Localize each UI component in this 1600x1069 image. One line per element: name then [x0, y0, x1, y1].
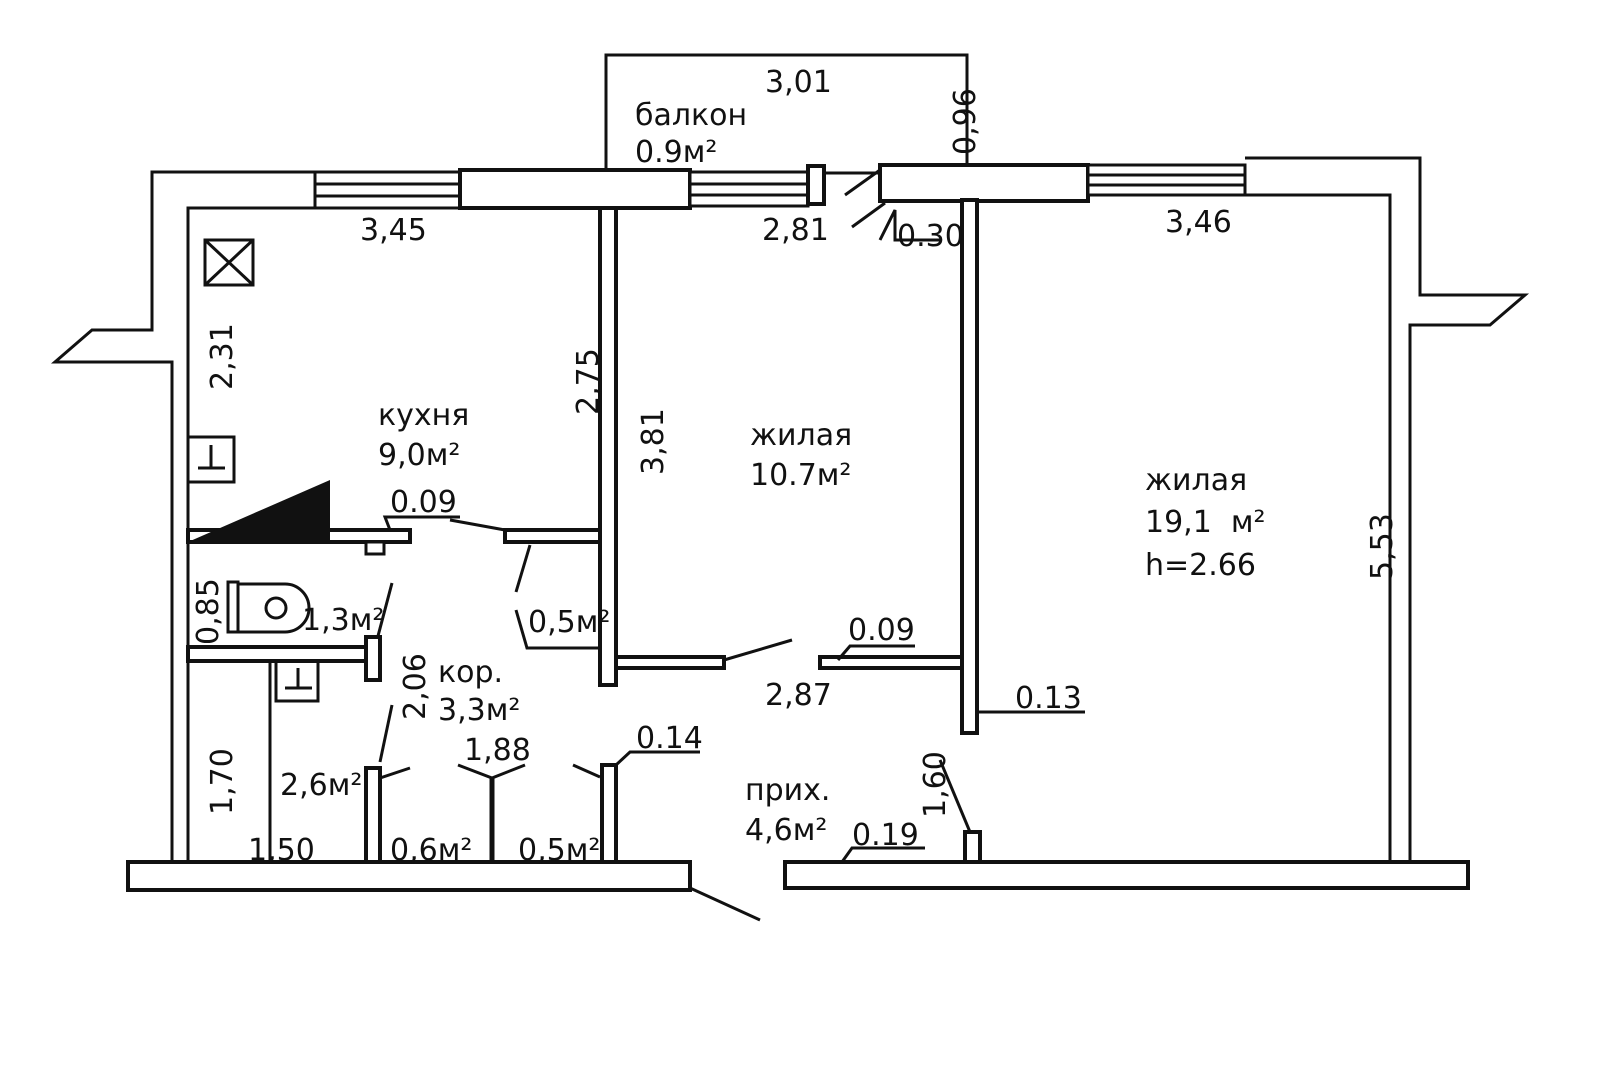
dim-balcony-depth: 0,96	[948, 88, 983, 155]
stove-icon	[188, 480, 330, 542]
balcony-door-swing	[851, 201, 886, 229]
kitchen-label: кухня	[378, 398, 469, 433]
closet-post	[600, 763, 618, 864]
wc-wall	[186, 645, 368, 663]
bottom-wall-left	[126, 860, 692, 892]
dim-bath-width: 1,50	[248, 833, 315, 868]
dim-leader	[614, 750, 700, 767]
shelf-icon	[364, 540, 386, 556]
living2-area: 19,1 м²	[1145, 505, 1266, 540]
vent-icon	[203, 238, 255, 287]
sink-icon	[186, 435, 236, 484]
dim-living1-width: 2,81	[762, 213, 829, 248]
right-inner-wall-line	[1245, 193, 1392, 862]
closet2-area: 0,6м²	[390, 833, 472, 868]
window-living2	[1086, 163, 1247, 197]
window-balcony-door	[688, 164, 826, 208]
dim-kitchen-side: 2,31	[205, 323, 240, 390]
top-wall-segment	[458, 168, 692, 210]
wc-door-swing	[376, 582, 394, 637]
dim-living1-side-b: 3,81	[636, 408, 671, 475]
bath-area: 2,6м²	[280, 768, 362, 803]
door-swing	[449, 518, 506, 532]
top-wall-segment	[878, 163, 1090, 203]
left-exterior-wall	[50, 170, 315, 862]
dim-living2-width: 3,46	[1165, 205, 1232, 240]
closet-wall	[503, 528, 602, 544]
living1-area: 10.7м²	[750, 458, 851, 493]
window-kitchen	[313, 170, 462, 210]
living2-height: h=2.66	[1145, 548, 1256, 583]
dim-hall-width: 2,87	[765, 678, 832, 713]
dim-hall-side: 1,60	[918, 751, 953, 818]
dim-leader	[382, 515, 460, 531]
dim-leader	[836, 644, 915, 661]
closet-doors	[457, 763, 526, 780]
dim-balcony-width: 3,01	[765, 65, 832, 100]
bottom-wall-right	[783, 860, 1470, 890]
dim-corridor-len: 2,06	[398, 653, 433, 720]
partition-hall-living2	[818, 655, 964, 670]
dim-kitchen-width: 3,45	[360, 213, 427, 248]
closet-door	[514, 544, 532, 593]
kitchen-area: 9,0м²	[378, 438, 460, 473]
entrance-door-swing	[689, 886, 761, 922]
partition-kitchen-living1	[598, 206, 618, 687]
balcony-area: 0.9м²	[635, 135, 717, 170]
closet1-area: 0,5м²	[528, 605, 610, 640]
wc-post	[364, 635, 382, 682]
hall-label: прих.	[745, 773, 830, 808]
dim-leader	[840, 846, 925, 863]
dim-009-b: 0.09	[848, 613, 915, 648]
living1-label: жилая	[750, 418, 852, 453]
partition-living1-hall	[614, 655, 726, 670]
hall-post	[963, 830, 982, 864]
closet-door	[514, 609, 600, 650]
dim-leader	[878, 209, 940, 242]
corridor-label: кор.	[438, 655, 503, 690]
partition-living1-living2	[960, 198, 979, 735]
dim-019: 0.19	[852, 818, 919, 853]
dim-030: 0.30	[897, 219, 964, 254]
balcony-door-swing	[844, 168, 881, 197]
left-inner-wall-line	[186, 206, 315, 862]
door-swing	[938, 759, 972, 833]
hall-area: 4,6м²	[745, 813, 827, 848]
bath-door-swing	[378, 704, 394, 763]
closet-door-swing	[572, 763, 601, 779]
dim-closets-width: 1,88	[464, 733, 531, 768]
dim-013: 0.13	[1015, 681, 1082, 716]
balcony-label: балкон	[635, 98, 747, 133]
dim-014: 0.14	[636, 721, 703, 756]
dim-wc-width: 0,85	[191, 578, 226, 645]
right-exterior-wall	[1245, 156, 1530, 862]
corridor-area: 3,3м²	[438, 693, 520, 728]
dim-009-a: 0.09	[390, 485, 457, 520]
closet3-area: 0,5м²	[518, 833, 600, 868]
dim-living1-side-a: 2,75	[571, 348, 606, 415]
wc-area: 1,3м²	[302, 603, 384, 638]
closet-door-swing	[379, 766, 411, 780]
closet-post	[364, 766, 382, 864]
toilet-icon	[226, 580, 311, 634]
dim-living2-side: 5,53	[1365, 513, 1400, 580]
living2-label: жилая	[1145, 463, 1247, 498]
dim-bath-side: 1,70	[205, 748, 240, 815]
bath-sink-icon	[274, 659, 320, 703]
door-swing	[723, 638, 793, 662]
